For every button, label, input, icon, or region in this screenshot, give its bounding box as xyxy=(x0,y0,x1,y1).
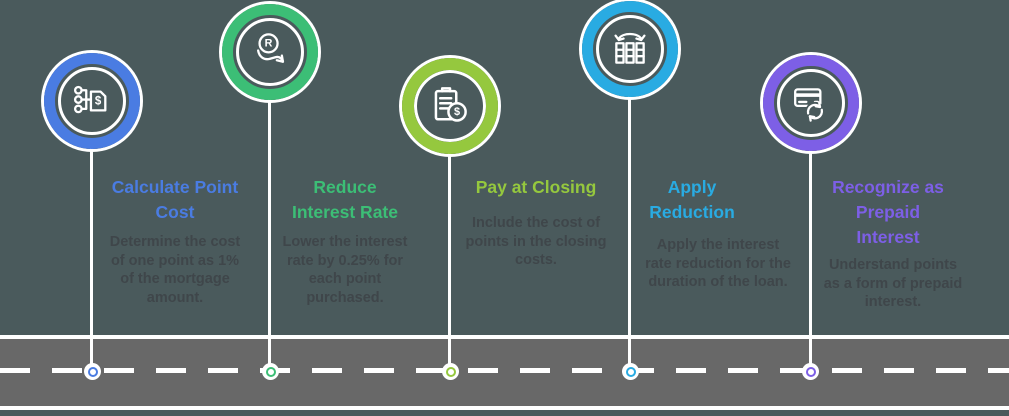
road-marker xyxy=(84,363,101,380)
step-description: Apply the interest rate reduction for th… xyxy=(645,237,791,290)
step-description: Understand points as a form of prepaid i… xyxy=(823,257,963,310)
road-marker xyxy=(622,363,639,380)
connector-line xyxy=(90,147,93,365)
step-ring xyxy=(582,1,678,97)
road-center-line xyxy=(0,368,1009,373)
connector-line xyxy=(628,95,631,365)
step-ring: $ xyxy=(402,58,498,154)
step-title: Reduce Interest Rate xyxy=(291,177,398,222)
flowchart-dollar-tag-icon: $ xyxy=(73,85,107,114)
connector-line xyxy=(268,98,271,365)
step-ring: $ xyxy=(44,53,140,149)
road-marker xyxy=(442,363,459,380)
svg-text:R: R xyxy=(265,38,273,50)
svg-text:$: $ xyxy=(95,95,102,107)
svg-text:$: $ xyxy=(454,106,460,118)
step-title: Calculate Point Cost xyxy=(111,177,239,222)
connector-line xyxy=(448,152,451,365)
step-ring: R xyxy=(222,4,318,100)
columns-compare-icon xyxy=(614,32,646,64)
road-marker xyxy=(262,363,279,380)
road-marker xyxy=(802,363,819,380)
road xyxy=(0,335,1009,410)
step-title: Pay at Closing xyxy=(475,177,597,197)
step-description: Determine the cost of one point as 1% of… xyxy=(109,234,241,306)
step-title: Recognize as Prepaid Interest xyxy=(832,177,944,247)
clipboard-dollar-icon: $ xyxy=(434,87,467,122)
step-description: Lower the interest rate by 0.25% for eac… xyxy=(282,234,408,306)
step-ring xyxy=(763,55,859,151)
connector-line xyxy=(809,149,812,365)
step-description: Include the cost of points in the closin… xyxy=(465,215,607,268)
rate-decrease-icon: R xyxy=(256,33,285,63)
step-title: Apply Reduction xyxy=(649,177,735,222)
credit-card-refresh-icon xyxy=(794,88,825,122)
